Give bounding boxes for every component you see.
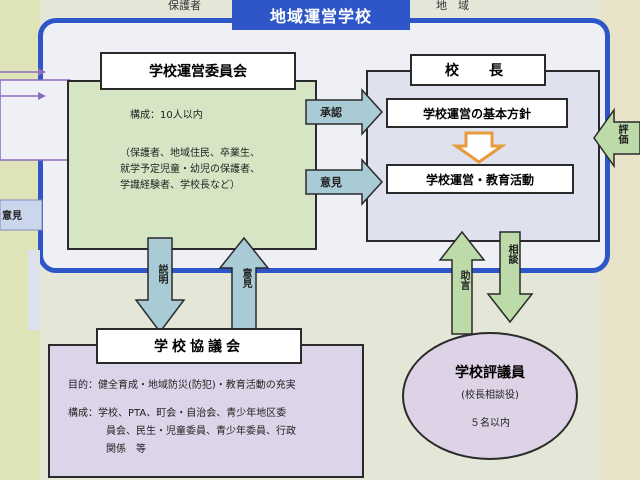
explanation-label: 説明: [156, 264, 167, 284]
orange-down-arrow: [451, 131, 507, 164]
committee-member-line-1: （保護者、地域住民、卒業生、: [120, 148, 260, 159]
council-composition-line-2: 員会、民生・児童委員、青少年委員、行政: [106, 426, 296, 437]
approval-arrow: [305, 88, 384, 136]
committee-member-line-2: 就学予定児童・幼児の保護者、: [120, 164, 260, 175]
councilor-title: 学校評議員: [455, 365, 525, 381]
council-title: 学校協議会: [96, 328, 302, 364]
school-activity-box: 学校運営・教育活動: [386, 164, 574, 194]
evaluation-label: 評価: [616, 124, 627, 144]
committee-title: 学校運営委員会: [100, 52, 296, 90]
advice-arrow: [438, 230, 486, 335]
opinion-up-arrow: [218, 236, 270, 331]
school-management-committee: [67, 80, 317, 250]
page-title: 地域運営学校: [232, 0, 410, 30]
opinion-right-label: 意見: [320, 176, 342, 189]
explanation-arrow: [134, 237, 186, 334]
approval-label: 承認: [320, 106, 342, 119]
consult-label: 相談: [506, 244, 517, 264]
council-composition-line-3: 関係 等: [106, 444, 146, 455]
opinion-right-arrow: [305, 158, 384, 206]
advice-label: 助言: [458, 270, 469, 290]
council-purpose: 目的：健全育成・地域防災(防犯)・教育活動の充実: [68, 380, 296, 391]
councilor-subtitle: (校長相談役): [461, 390, 519, 401]
principal-title: 校 長: [410, 54, 546, 86]
opinion-up-label: 意見: [240, 268, 251, 288]
basic-policy-box: 学校運営の基本方針: [386, 98, 568, 128]
councilor-count: ５名以内: [470, 418, 510, 429]
top-label-guardians: 保護者: [168, 0, 201, 12]
committee-composition: 構成：10人以内: [130, 110, 203, 121]
consult-arrow: [486, 231, 534, 324]
left-partial-label: 意見: [2, 211, 22, 222]
evaluation-arrow: [593, 107, 640, 169]
school-councilor: [402, 332, 578, 460]
committee-member-line-3: 学識経験者、学校長など）: [120, 180, 240, 191]
council-composition-line-1: 構成：学校、PTA、町会・自治会、青少年地区委: [68, 408, 287, 419]
top-label-region: 地 域: [436, 0, 469, 12]
